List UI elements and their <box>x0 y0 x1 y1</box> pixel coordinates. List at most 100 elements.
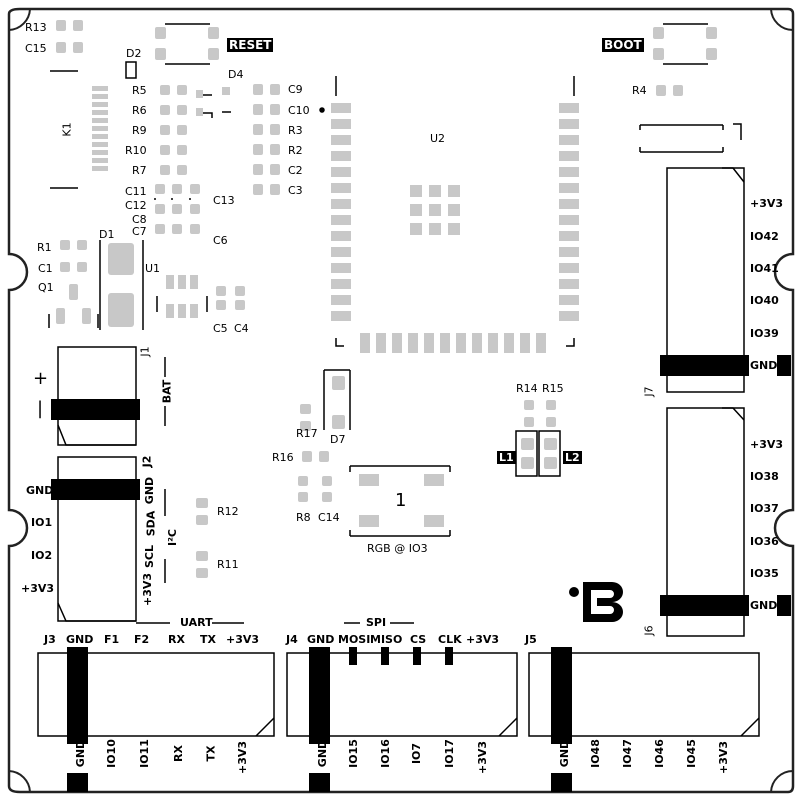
j6-pin-io36: IO36 <box>750 535 779 548</box>
j5-bottom-gnd: GND <box>558 739 572 768</box>
j5-bottom-io46: IO46 <box>652 739 666 768</box>
spi-bottom-3v3: +3V3 <box>476 740 490 775</box>
ref-u1: U1 <box>145 262 161 275</box>
j6-pin-io37: IO37 <box>750 502 779 515</box>
ref-r6: R6 <box>132 104 147 117</box>
i2c-left-io2: IO2 <box>31 549 53 562</box>
ref-c11: C11 <box>125 185 147 198</box>
j6-pin-gnd: GND <box>750 599 778 612</box>
spi-top-gnd: GND <box>307 633 335 646</box>
ref-r13: R13 <box>25 21 47 34</box>
uart-bottom-3v3: +3V3 <box>236 740 250 775</box>
ref-q1: Q1 <box>38 281 54 294</box>
j7-pin-gnd: GND <box>750 359 778 372</box>
ref-j3: J3 <box>44 633 56 646</box>
ref-r11: R11 <box>217 558 239 571</box>
j7-pin-io39: IO39 <box>750 327 779 340</box>
ref-r16: R16 <box>272 451 294 464</box>
uart-bottom-io11: IO11 <box>137 739 151 768</box>
ref-j5: J5 <box>525 633 537 646</box>
i2c-left-io1: IO1 <box>31 516 53 529</box>
ref-c10: C10 <box>288 104 310 117</box>
spi-bottom-io17: IO17 <box>442 739 456 768</box>
ref-r14: R14 <box>516 382 538 395</box>
i2c-right-sda: SDA <box>144 510 158 537</box>
ref-c6: C6 <box>213 234 228 247</box>
spi-top-mosi: MOSI <box>338 633 371 646</box>
uart-bottom-rx: RX <box>171 745 185 762</box>
i2c-left-3v3: +3V3 <box>21 582 55 595</box>
battery-minus: | <box>37 398 44 419</box>
ref-l2: L2 <box>563 451 582 464</box>
i2c-title: I²C <box>165 529 179 546</box>
j7-pin-io41: IO41 <box>750 262 779 275</box>
reset-label: RESET <box>227 38 274 52</box>
spi-top-clk: CLK <box>438 633 462 646</box>
ref-k1: K1 <box>60 122 74 137</box>
j7-pin-io42: IO42 <box>750 230 779 243</box>
silkscreen-lines <box>37 23 760 737</box>
ref-r15: R15 <box>542 382 564 395</box>
spi-bottom-io7: IO7 <box>410 742 424 765</box>
boot-label: BOOT <box>602 38 644 52</box>
i2c-right-gnd: GND <box>143 476 157 505</box>
j5-bottom-io47: IO47 <box>620 739 634 768</box>
j5-bottom-io45: IO45 <box>684 739 698 768</box>
ref-j6: J6 <box>642 625 656 636</box>
j6-pin-3v3: +3V3 <box>750 438 784 451</box>
ref-r17: R17 <box>296 427 318 440</box>
ref-c5: C5 <box>213 322 228 335</box>
i2c-left-gnd: GND <box>26 484 54 497</box>
spi-bottom-gnd: GND <box>316 739 330 768</box>
ref-j4: J4 <box>286 633 298 646</box>
ref-r4: R4 <box>632 84 647 97</box>
board-logo <box>569 582 623 622</box>
ref-d4: D4 <box>228 68 244 81</box>
spi-bottom-io16: IO16 <box>378 739 392 768</box>
ref-r9: R9 <box>132 124 147 137</box>
ref-j7: J7 <box>642 386 656 397</box>
ref-c12: C12 <box>125 199 147 212</box>
ref-u2: U2 <box>430 132 446 145</box>
spi-top-miso: MISO <box>370 633 403 646</box>
pcb-footprints <box>56 20 717 578</box>
spi-title: SPI <box>366 616 387 629</box>
connector-bars <box>51 355 791 792</box>
j5-bottom-3v3: +3V3 <box>717 740 731 775</box>
j7-pin-3v3: +3V3 <box>750 197 784 210</box>
j5-bottom-io48: IO48 <box>588 739 602 768</box>
j7-pin-io40: IO40 <box>750 294 779 307</box>
ref-c13: C13 <box>213 194 235 207</box>
spi-top-cs: CS <box>410 633 427 646</box>
ref-r1: R1 <box>37 241 52 254</box>
battery-plus: + <box>33 368 49 389</box>
ref-r8: R8 <box>296 511 311 524</box>
ref-d7: D7 <box>330 433 346 446</box>
rgb-led-number: 1 <box>395 490 407 511</box>
ref-j1: J1 <box>138 346 152 357</box>
ref-c7: C7 <box>132 225 147 238</box>
uart-top-f1: F1 <box>104 633 120 646</box>
ref-d1: D1 <box>99 228 115 241</box>
ref-c8: C8 <box>132 213 147 226</box>
ref-c3: C3 <box>288 184 303 197</box>
uart-bottom-io10: IO10 <box>104 739 118 768</box>
ref-r10: R10 <box>125 144 147 157</box>
uart-top-tx: TX <box>200 633 216 646</box>
uart-top-rx: RX <box>168 633 185 646</box>
ref-d2: D2 <box>126 47 142 60</box>
ref-c2: C2 <box>288 164 303 177</box>
uart-top-gnd: GND <box>66 633 94 646</box>
ref-j2: J2 <box>140 455 154 468</box>
j6-pin-io38: IO38 <box>750 470 779 483</box>
uart-title: UART <box>180 616 213 629</box>
ref-r2: R2 <box>288 144 303 157</box>
i2c-right-scl: SCL <box>143 544 157 569</box>
ref-r5: R5 <box>132 84 147 97</box>
ref-c15: C15 <box>25 42 47 55</box>
uart-top-f2: F2 <box>134 633 150 646</box>
ref-c1: C1 <box>38 262 53 275</box>
i2c-right-3v3: +3V3 <box>141 572 155 607</box>
uart-bottom-gnd: GND <box>74 739 88 768</box>
